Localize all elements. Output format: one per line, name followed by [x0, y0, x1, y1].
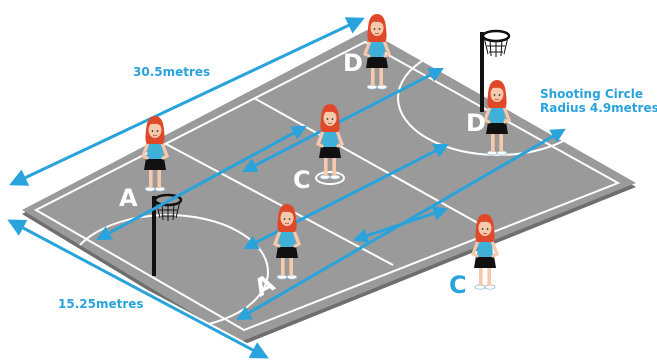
- shooting-circle-label-2: Radius 4.9metres: [540, 101, 657, 115]
- court-surface: [22, 30, 636, 342]
- length-label: 30.5metres: [133, 65, 210, 79]
- position-a-left: A: [119, 184, 138, 212]
- position-c-centre: C: [293, 166, 311, 194]
- width-arrow: [7, 219, 269, 359]
- position-d-top: D: [343, 49, 363, 77]
- movement-arrows: [96, 67, 566, 321]
- length-arrow: [9, 17, 365, 186]
- shooting-circle-label-1: Shooting Circle: [540, 87, 643, 101]
- width-label: 15.25metres: [58, 297, 144, 311]
- player-c-right: [471, 212, 499, 291]
- position-d-right: D: [466, 109, 486, 137]
- position-c-right: C: [449, 271, 467, 299]
